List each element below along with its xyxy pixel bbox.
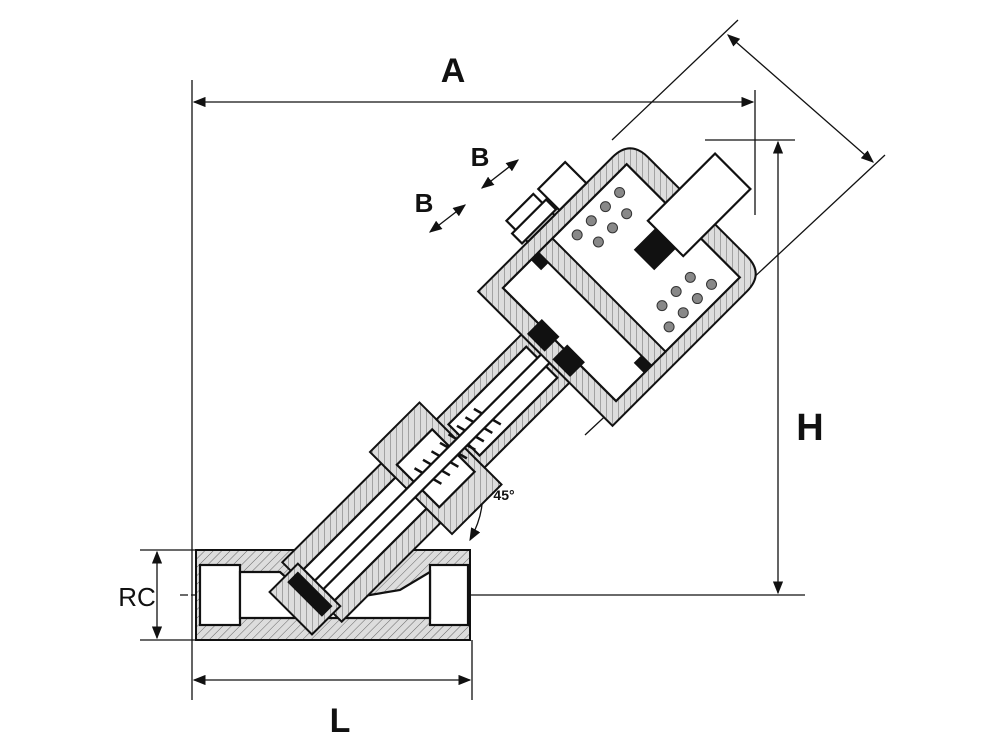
label-angle: 45° (493, 487, 514, 503)
dimension-l (192, 640, 473, 700)
label-rc: RC (118, 582, 156, 612)
label-b-upper: B (471, 142, 490, 172)
actuator-assembly (268, 147, 757, 636)
label-l: L (330, 702, 351, 740)
dimension-b (428, 159, 520, 233)
label-b-lower: B (415, 188, 434, 218)
label-a: A (441, 52, 466, 90)
label-h: H (796, 407, 823, 449)
